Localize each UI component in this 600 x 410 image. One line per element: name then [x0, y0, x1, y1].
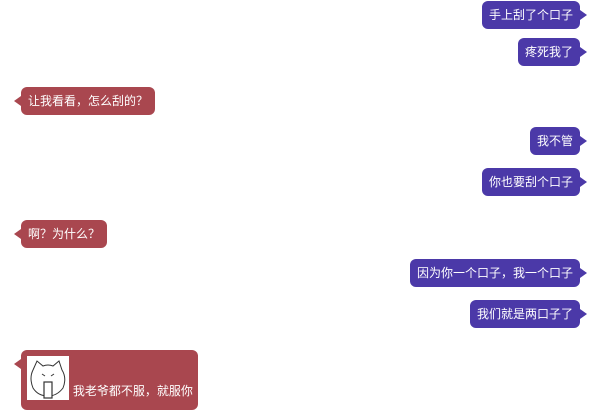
message-bubble-sent[interactable]: 手上刮了个口子: [481, 1, 588, 29]
message-text: 疼死我了: [524, 45, 573, 59]
message-bubble-received-sticker[interactable]: 我老爷都不服，就服你: [14, 350, 198, 410]
message-bubble-sent[interactable]: 我们就是两口子了: [469, 300, 588, 328]
cat-face-sticker-icon: [27, 356, 69, 400]
message-bubble-sent[interactable]: 因为你一个口子，我一个口子: [409, 259, 588, 287]
chat-view: 手上刮了个口子 疼死我了 让我看看，怎么刮的？ 我不管 你也要刮个口子 啊？为什…: [13, 1, 588, 410]
message-text: 因为你一个口子，我一个口子: [416, 266, 573, 280]
message-text: 你也要刮个口子: [488, 175, 573, 189]
message-bubble-sent[interactable]: 我不管: [529, 127, 588, 155]
message-bubble-sent[interactable]: 你也要刮个口子: [481, 168, 588, 196]
message-text: 手上刮了个口子: [488, 8, 573, 22]
message-text: 啊？为什么？: [28, 227, 101, 241]
message-text: 让我看看，怎么刮的？: [28, 94, 149, 108]
message-text: 我不管: [536, 134, 573, 148]
message-bubble-received[interactable]: 啊？为什么？: [13, 220, 108, 248]
message-bubble-received[interactable]: 让我看看，怎么刮的？: [13, 87, 156, 115]
message-text: 我老爷都不服，就服你: [72, 384, 193, 398]
message-bubble-sent[interactable]: 疼死我了: [517, 38, 588, 66]
message-text: 我们就是两口子了: [476, 307, 573, 321]
